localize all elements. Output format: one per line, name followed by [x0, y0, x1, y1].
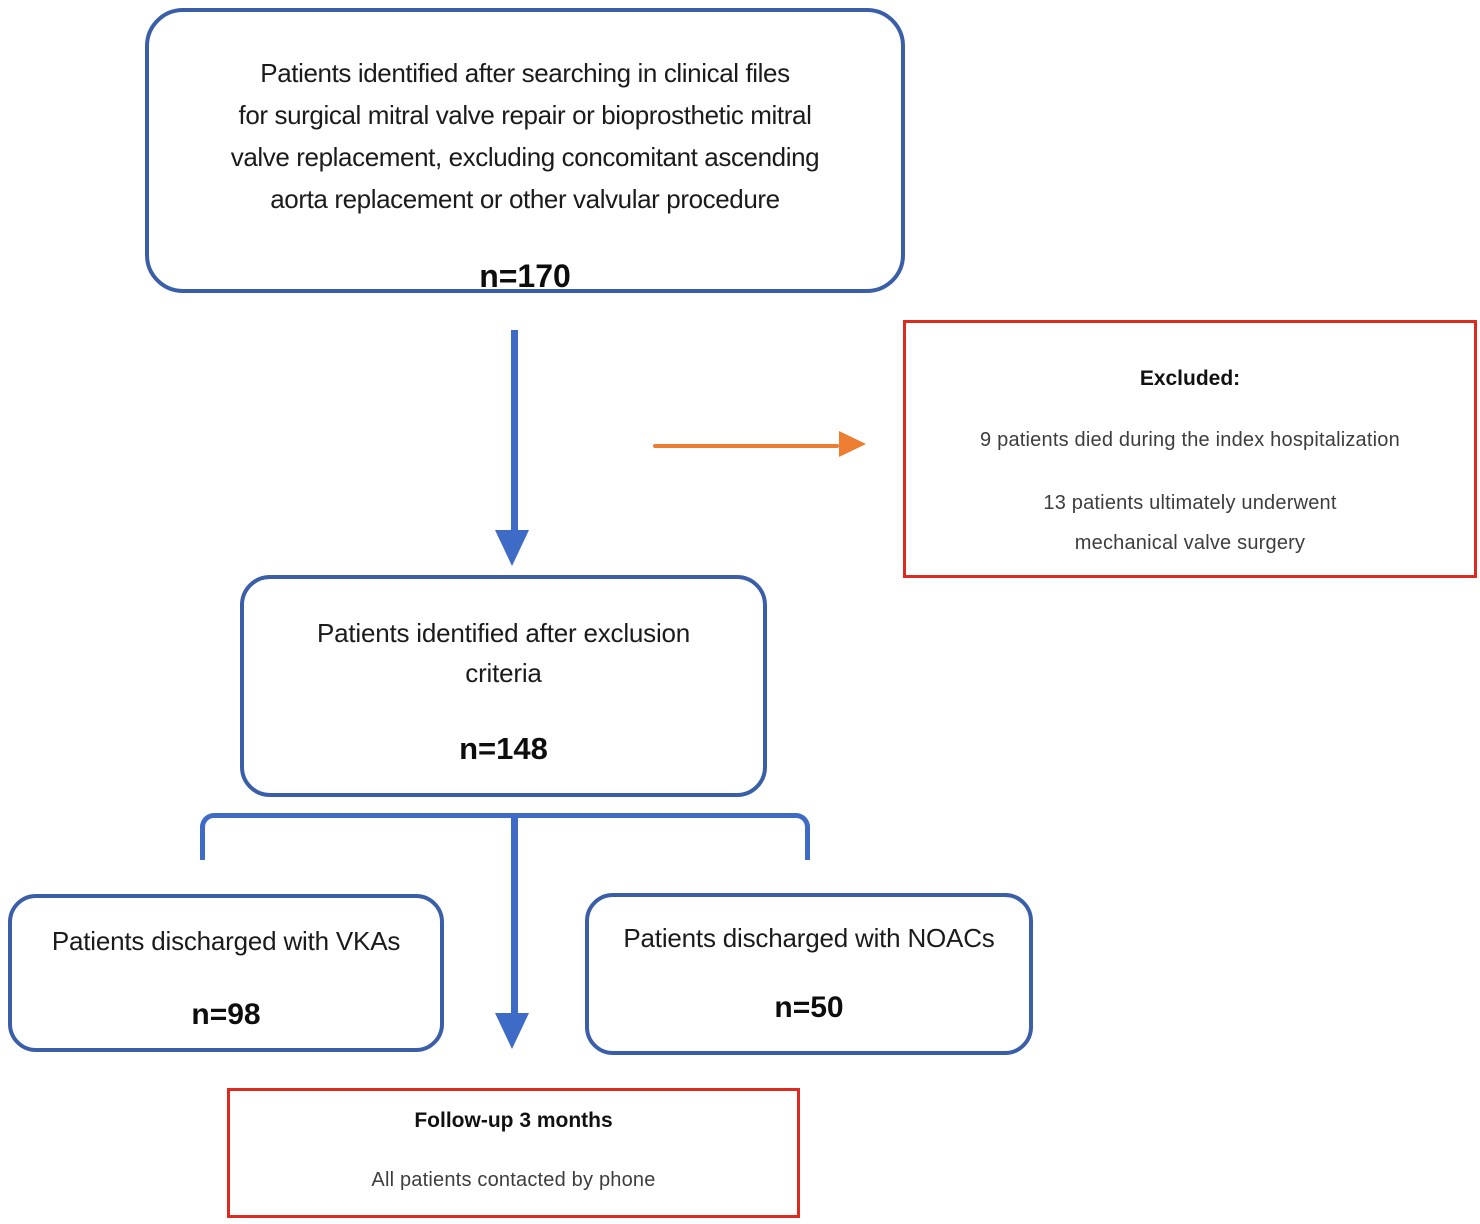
- noac-group-label: Patients discharged with NOACs: [623, 923, 995, 953]
- after-exclusion-box: Patients identified after exclusion crit…: [240, 575, 767, 797]
- arrow-head-down-icon: [495, 1013, 529, 1049]
- arrow-head-down-icon: [495, 530, 529, 566]
- followup-box: Follow-up 3 months All patients contacte…: [227, 1088, 800, 1218]
- vka-group-box: Patients discharged with VKAs n=98: [8, 894, 444, 1052]
- arrow-head-right-icon: [839, 431, 866, 457]
- arrow-shaft: [653, 444, 839, 448]
- text-line: mechanical valve surgery: [1074, 532, 1306, 554]
- text-line: for surgical mitral valve repair or biop…: [238, 100, 812, 130]
- count-label-n148: n=148: [459, 731, 548, 766]
- text-line: Patients identified after searching in c…: [260, 58, 790, 88]
- excluded-item-deaths: 9 patients died during the index hospita…: [980, 429, 1400, 451]
- branch-connector: [200, 813, 810, 860]
- arrow-shaft: [511, 817, 518, 1015]
- count-label-n170: n=170: [479, 258, 571, 294]
- vka-group-label: Patients discharged with VKAs: [51, 926, 401, 956]
- text-line: aorta replacement or other valvular proc…: [270, 184, 780, 214]
- text-line: valve replacement, excluding concomitant…: [230, 142, 820, 172]
- after-exclusion-text: Patients identified after exclusion crit…: [264, 613, 743, 693]
- identified-patients-box: Patients identified after searching in c…: [145, 8, 905, 294]
- identified-box-text: Patients identified after searching in c…: [161, 52, 889, 220]
- arrow-shaft: [511, 330, 518, 532]
- excluded-box: Excluded: 9 patients died during the ind…: [903, 320, 1477, 578]
- followup-title: Follow-up 3 months: [414, 1109, 613, 1132]
- followup-subtitle: All patients contacted by phone: [371, 1169, 656, 1191]
- excluded-title: Excluded:: [1139, 367, 1241, 390]
- count-label-n98: n=98: [191, 998, 261, 1031]
- excluded-item-mechanical: 13 patients ultimately underwent mechani…: [906, 483, 1474, 563]
- text-line: Patients identified after exclusion: [316, 618, 691, 648]
- noac-group-box: Patients discharged with NOACs n=50: [585, 893, 1033, 1055]
- text-line: 13 patients ultimately underwent: [1043, 492, 1337, 514]
- count-label-n50: n=50: [774, 991, 844, 1024]
- text-line: criteria: [465, 658, 542, 688]
